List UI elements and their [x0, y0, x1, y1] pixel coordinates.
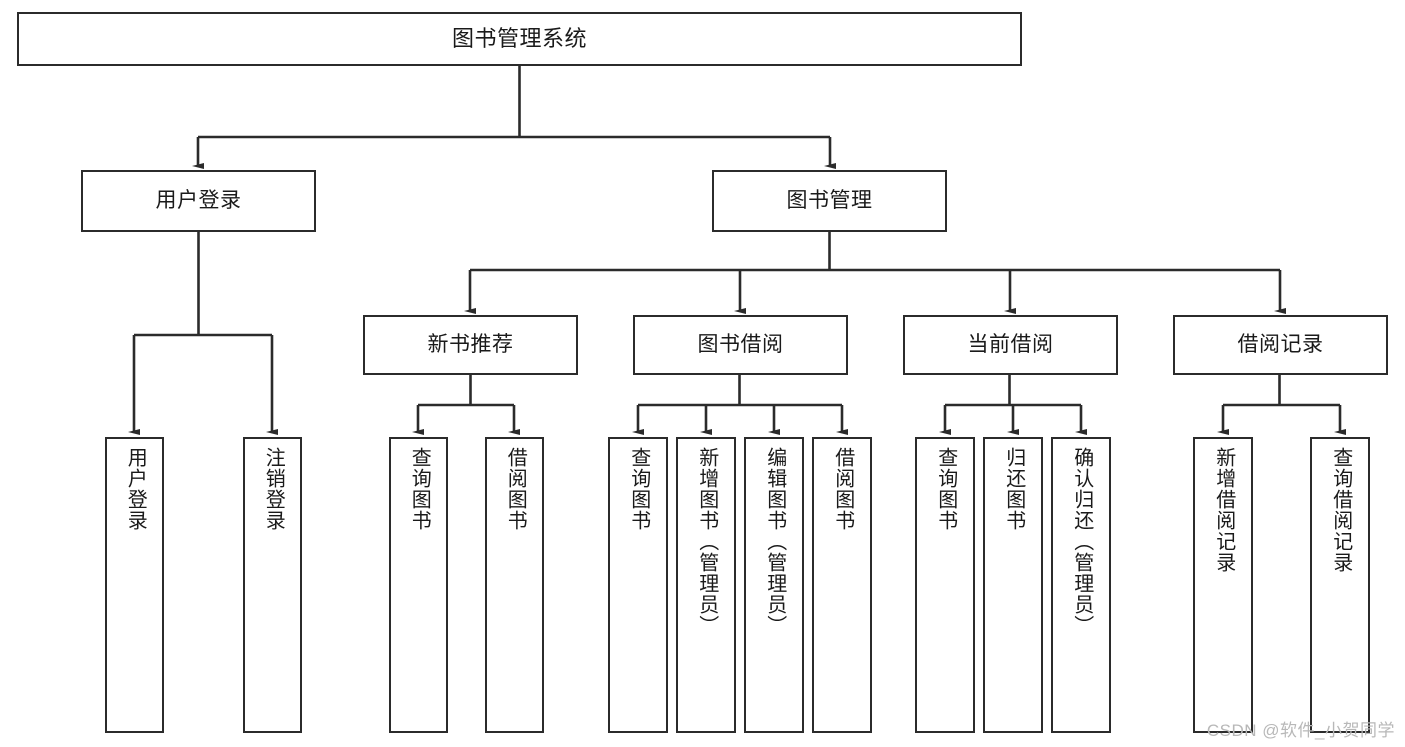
leaf-new-book-recommend-2[interactable]: 借阅图书: [485, 437, 544, 733]
leaf-new-book-recommend-1-label: 查询图书: [408, 447, 431, 531]
node-user-login[interactable]: 用户登录: [81, 170, 316, 232]
node-root[interactable]: 图书管理系统: [17, 12, 1022, 66]
leaf-current-borrow-2[interactable]: 归还图书: [983, 437, 1043, 733]
leaf-user-login-2[interactable]: 注销登录: [243, 437, 302, 733]
leaf-new-book-recommend-1[interactable]: 查询图书: [389, 437, 448, 733]
leaf-book-borrow-2[interactable]: 新增图书（管理员）: [676, 437, 736, 733]
leaf-borrow-record-2[interactable]: 查询借阅记录: [1310, 437, 1370, 733]
leaf-user-login-1[interactable]: 用户登录: [105, 437, 164, 733]
node-new-book-recommend-label: 新书推荐: [427, 332, 514, 356]
leaf-current-borrow-1[interactable]: 查询图书: [915, 437, 975, 733]
node-current-borrow[interactable]: 当前借阅: [903, 315, 1118, 375]
node-book-management-label: 图书管理: [786, 188, 873, 212]
leaf-book-borrow-3[interactable]: 编辑图书（管理员）: [744, 437, 804, 733]
leaf-user-login-1-label: 用户登录: [124, 447, 147, 531]
leaf-book-borrow-4-label: 借阅图书: [831, 447, 854, 531]
leaf-current-borrow-1-label: 查询图书: [934, 447, 957, 531]
leaf-book-borrow-1[interactable]: 查询图书: [608, 437, 668, 733]
leaf-current-borrow-2-label: 归还图书: [1002, 447, 1025, 531]
node-borrow-record[interactable]: 借阅记录: [1173, 315, 1388, 375]
leaf-book-borrow-2-label: 新增图书（管理员）: [695, 447, 718, 636]
leaf-book-borrow-1-label: 查询图书: [627, 447, 650, 531]
leaf-borrow-record-1-label: 新增借阅记录: [1212, 447, 1235, 573]
node-root-label: 图书管理系统: [451, 26, 587, 52]
node-user-login-label: 用户登录: [155, 188, 242, 212]
leaf-current-borrow-3[interactable]: 确认归还（管理员）: [1051, 437, 1111, 733]
leaf-book-borrow-4[interactable]: 借阅图书: [812, 437, 872, 733]
leaf-current-borrow-3-label: 确认归还（管理员）: [1070, 447, 1093, 636]
node-borrow-record-label: 借阅记录: [1237, 332, 1324, 356]
node-current-borrow-label: 当前借阅: [967, 332, 1054, 356]
leaf-borrow-record-1[interactable]: 新增借阅记录: [1193, 437, 1253, 733]
leaf-new-book-recommend-2-label: 借阅图书: [504, 447, 527, 531]
leaf-user-login-2-label: 注销登录: [262, 447, 285, 531]
node-book-borrow[interactable]: 图书借阅: [633, 315, 848, 375]
node-new-book-recommend[interactable]: 新书推荐: [363, 315, 578, 375]
node-book-management[interactable]: 图书管理: [712, 170, 947, 232]
node-book-borrow-label: 图书借阅: [697, 332, 784, 356]
leaf-book-borrow-3-label: 编辑图书（管理员）: [763, 447, 786, 636]
leaf-borrow-record-2-label: 查询借阅记录: [1329, 447, 1352, 573]
